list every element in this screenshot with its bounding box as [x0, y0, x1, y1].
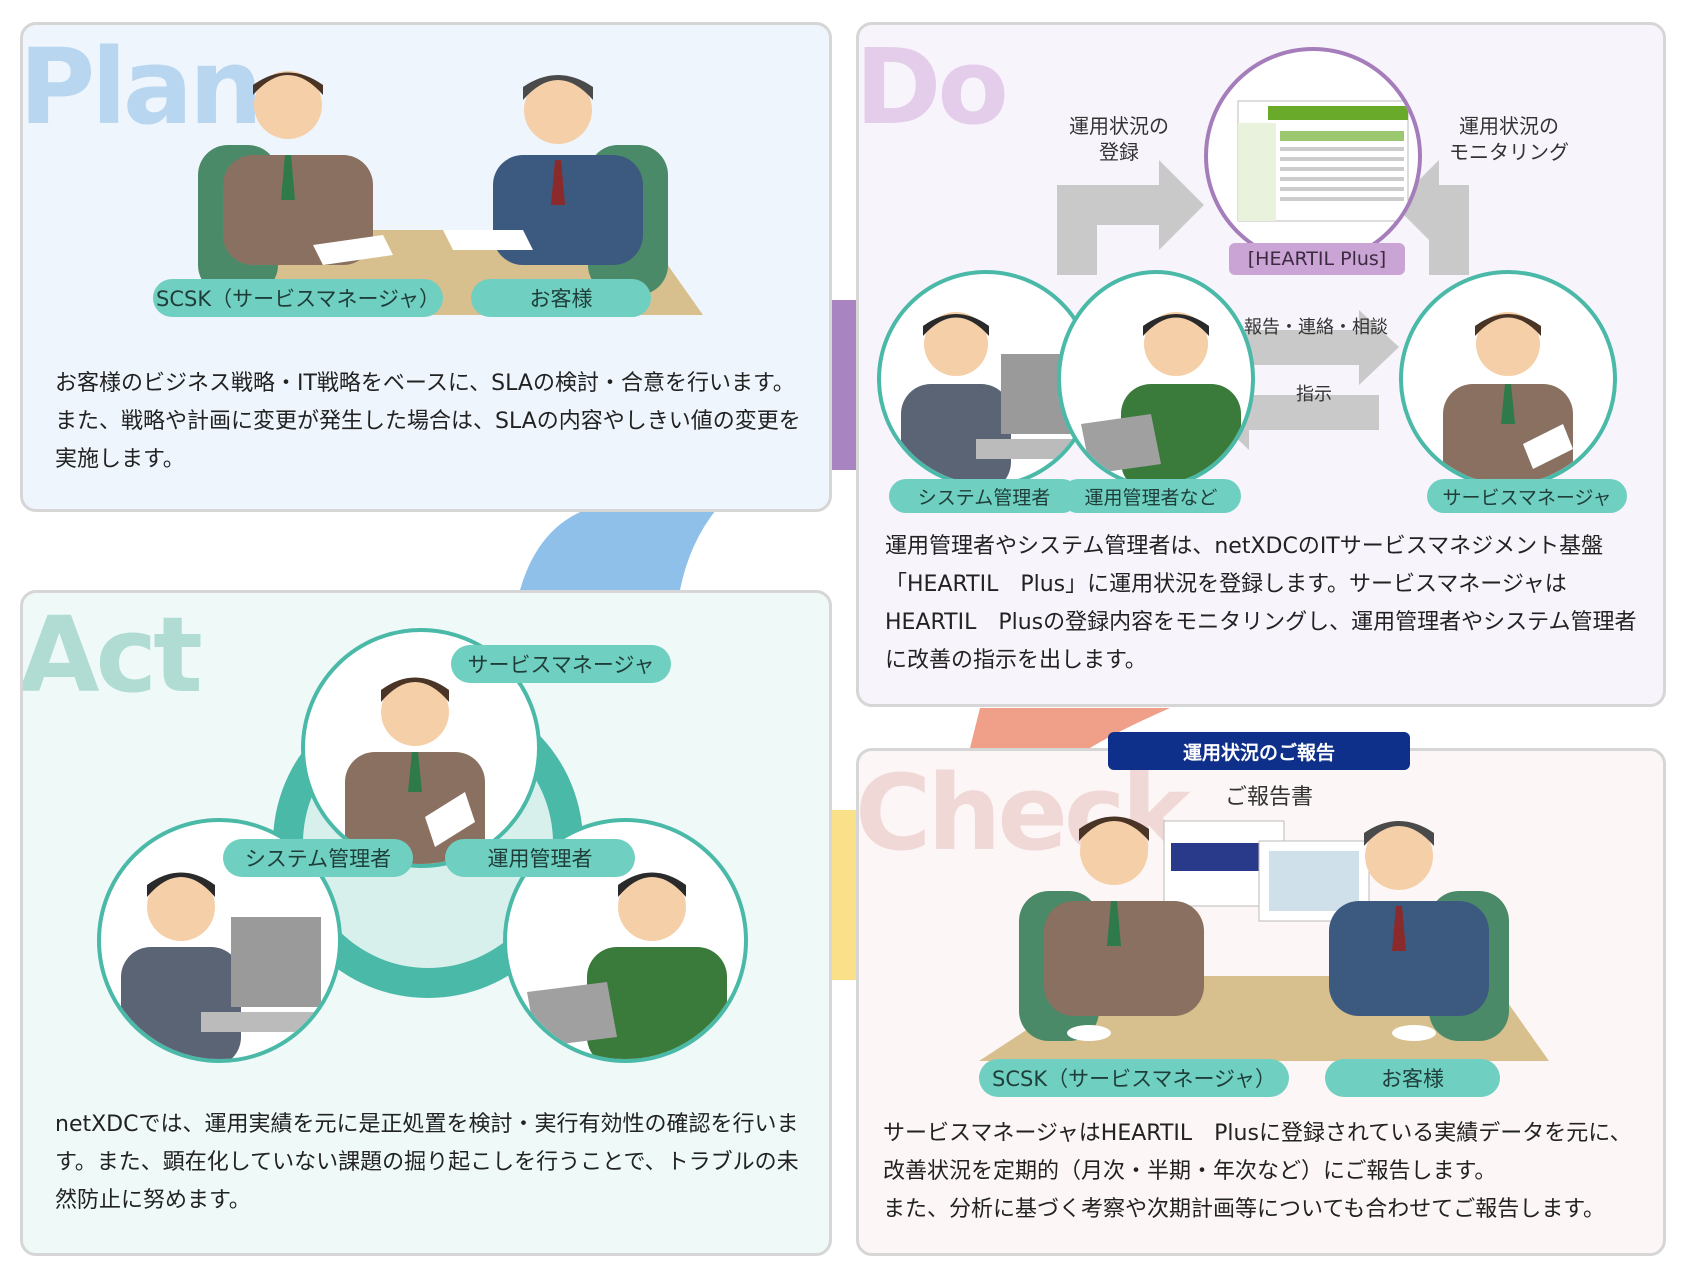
- do-service-manager-circle: [1399, 270, 1617, 488]
- do-service-manager-label: サービスマネージャ: [1427, 479, 1627, 513]
- heartil-plus-label: [HEARTIL Plus]: [1229, 243, 1405, 275]
- do-instruct-arrow-label: 指示: [1296, 384, 1332, 405]
- do-report-arrow-label: 報告・連絡・相談: [1244, 317, 1388, 338]
- heartil-plus-screenshot-icon: [1237, 100, 1409, 222]
- do-title: Do: [856, 26, 1009, 148]
- act-sys-admin-person-icon: [121, 872, 331, 1059]
- do-panel: Do 運用状況の 登録 運用状況の モニタリング 報告・連絡・相談 指示 [HE…: [856, 22, 1666, 707]
- check-customer-label: お客様: [1325, 1059, 1500, 1097]
- do-description: 運用管理者やシステム管理者は、netXDCのITサービスマネジメント基盤「HEA…: [885, 534, 1637, 673]
- act-service-manager-person-icon: [345, 677, 485, 864]
- act-description: netXDCでは、運用実績を元に是正処置を検討・実行有効性の確認を行います。また…: [55, 1112, 799, 1213]
- do-ops-admin-circle: [1057, 270, 1255, 488]
- plan-description: お客様のビジネス戦略・IT戦略をベースに、SLAの検討・合意を行います。また、戦…: [55, 371, 801, 472]
- service-manager-person-icon: [1443, 312, 1573, 484]
- plan-title: Plan: [20, 26, 263, 148]
- check-report-label: ご報告書: [1224, 785, 1313, 810]
- check-meeting-illustration: [979, 816, 1549, 1061]
- act-sys-admin-label: システム管理者: [223, 839, 413, 877]
- act-title: Act: [20, 594, 203, 716]
- do-monitor-arrow-label: 運用状況の モニタリング: [1449, 114, 1569, 164]
- plan-customer-label: お客様: [471, 279, 651, 317]
- do-ops-admin-label: 運用管理者など: [1061, 479, 1241, 513]
- do-register-arrow-label: 運用状況の 登録: [1069, 114, 1169, 164]
- act-ops-admin-person-icon: [527, 872, 727, 1059]
- act-panel: Act サービスマネージャ システム管理者 運用管理: [20, 590, 832, 1256]
- check-panel: Check ご報告書 SCSK（サービスマネージャ） お客様 サービスマネージャ…: [856, 748, 1666, 1256]
- plan-panel: Plan SCSK（サービスマネージャ） お客様 お客様のビジネス戦略・IT戦略…: [20, 22, 832, 512]
- do-sys-admin-label: システム管理者: [889, 479, 1079, 513]
- heartil-plus-screen: [1204, 47, 1422, 265]
- plan-scsk-label: SCSK（サービスマネージャ）: [153, 279, 443, 317]
- ops-admin-person-icon: [1081, 312, 1241, 484]
- act-service-manager-label: サービスマネージャ: [451, 645, 671, 683]
- act-ops-admin-label: 運用管理者: [445, 839, 635, 877]
- check-scsk-label: SCSK（サービスマネージャ）: [979, 1059, 1289, 1097]
- check-description: サービスマネージャはHEARTIL Plusに登録されている実績データを元に、改…: [883, 1121, 1632, 1222]
- check-report-banner: 運用状況のご報告: [1108, 732, 1410, 770]
